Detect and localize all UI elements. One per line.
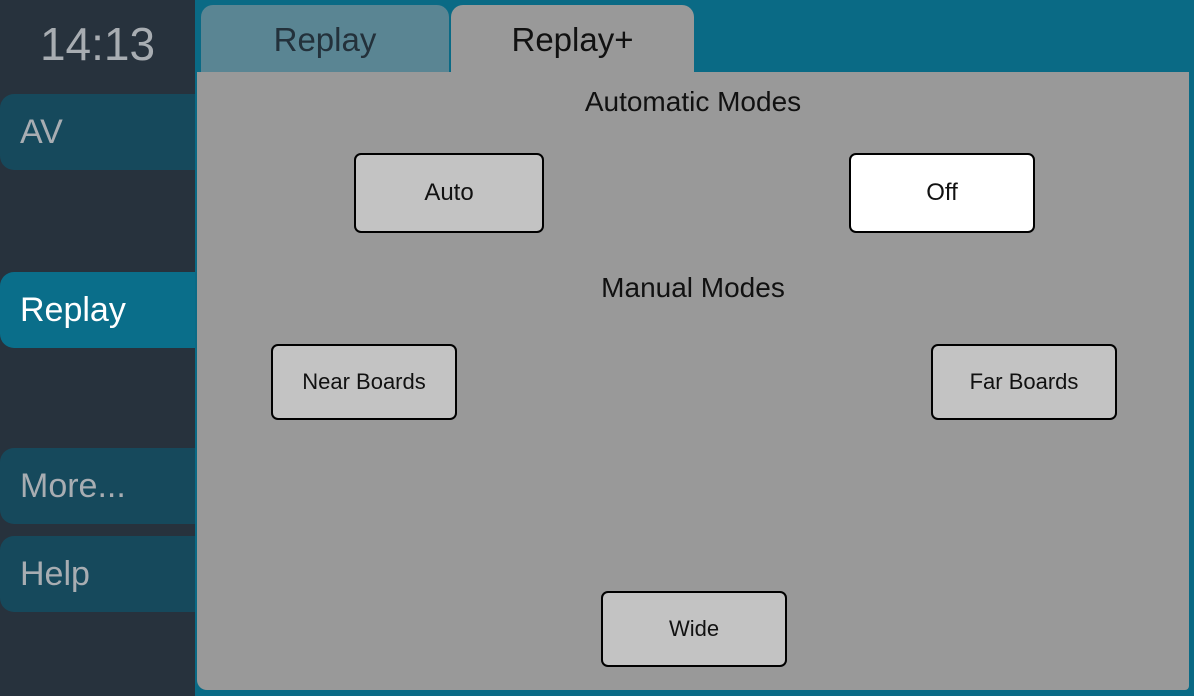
tab-replay[interactable]: Replay <box>201 5 449 75</box>
sidebar-item-help[interactable]: Help <box>0 536 195 612</box>
near-boards-button-label: Near Boards <box>302 369 426 394</box>
far-boards-button-label: Far Boards <box>969 369 1079 394</box>
tab-label: Replay <box>273 21 377 58</box>
tab-label: Replay+ <box>511 21 634 58</box>
sidebar-item-more[interactable]: More... <box>0 448 195 524</box>
sidebar-item-replay[interactable]: Replay <box>0 272 195 348</box>
content-frame: Replay Replay+ Automatic Modes Auto Off … <box>195 0 1194 696</box>
off-button[interactable]: Off <box>849 153 1035 233</box>
tab-strip: Replay Replay+ <box>195 0 1194 75</box>
near-boards-button[interactable]: Near Boards <box>271 344 457 420</box>
auto-button[interactable]: Auto <box>354 153 544 233</box>
wide-button-label: Wide <box>668 616 720 641</box>
automatic-modes-heading: Automatic Modes <box>584 86 802 117</box>
replay-plus-panel: Automatic Modes Auto Off Manual Modes Ne… <box>197 72 1189 690</box>
sidebar-item-av[interactable]: AV <box>0 94 195 170</box>
auto-button-label: Auto <box>424 179 474 206</box>
tab-replay-plus[interactable]: Replay+ <box>451 5 694 75</box>
clock: 14:13 <box>39 18 156 70</box>
off-button-label: Off <box>926 179 958 206</box>
sidebar: 14:13 AV Replay More... Help <box>0 0 195 696</box>
sidebar-item-label: More... <box>20 466 126 505</box>
sidebar-item-label: Help <box>20 554 90 593</box>
far-boards-button[interactable]: Far Boards <box>931 344 1117 420</box>
manual-modes-heading: Manual Modes <box>601 272 785 303</box>
sidebar-item-label: Replay <box>20 290 126 329</box>
wide-button[interactable]: Wide <box>601 591 787 667</box>
sidebar-item-label: AV <box>20 112 63 151</box>
